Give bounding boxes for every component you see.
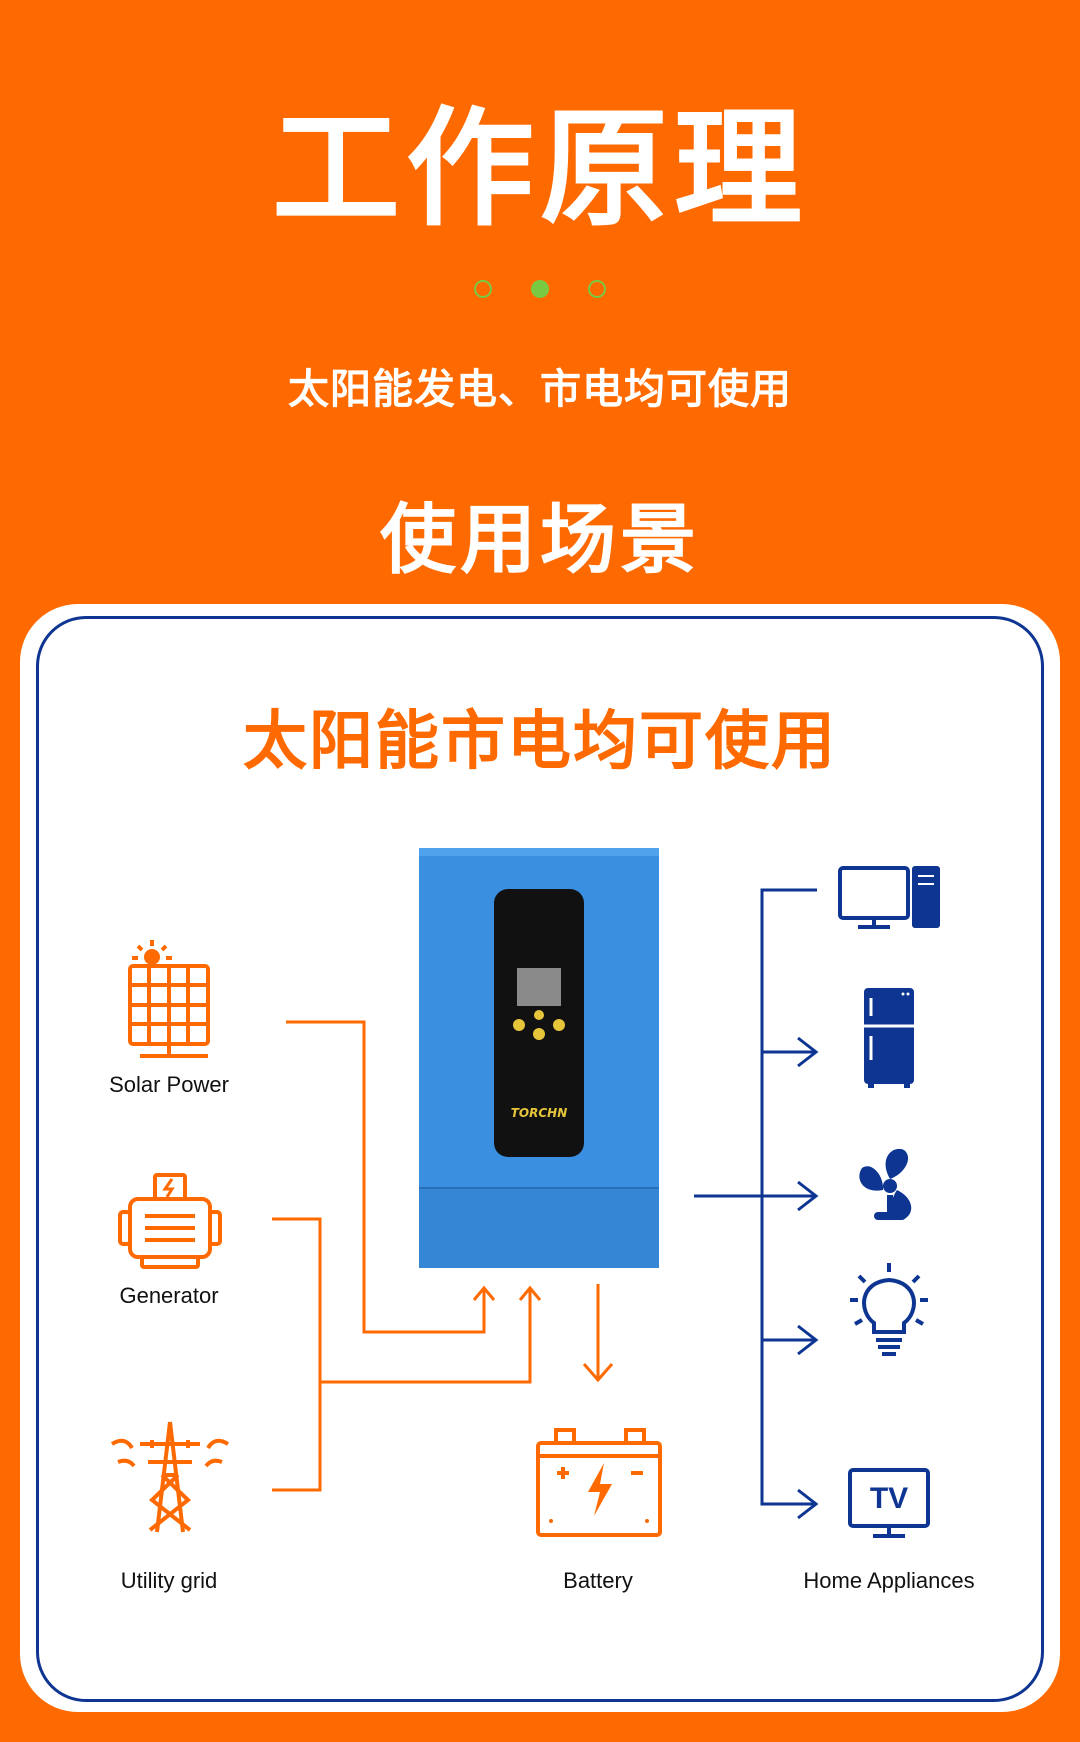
fan-icon <box>859 1148 912 1220</box>
solar-panel-icon <box>128 940 210 1058</box>
label-solar-power: Solar Power <box>109 1072 229 1097</box>
page-subtitle: 太阳能发电、市电均可使用 <box>288 365 792 413</box>
page-title: 工作原理 <box>271 95 808 244</box>
tv-label: TV <box>870 1482 908 1515</box>
input-flow-lines <box>272 1020 614 1492</box>
section-title: 使用场景 <box>380 495 700 584</box>
power-tower-icon <box>110 1421 230 1533</box>
tv-icon: TV <box>848 1468 930 1538</box>
inverter-device: TORCHN <box>419 848 659 1268</box>
refrigerator-icon <box>864 988 914 1088</box>
dot-indicator <box>473 280 492 298</box>
inverter-brand: TORCHN <box>511 1106 568 1120</box>
label-generator: Generator <box>119 1283 219 1308</box>
label-battery: Battery <box>563 1568 633 1593</box>
computer-icon <box>838 866 940 929</box>
label-utility-grid: Utility grid <box>120 1568 218 1593</box>
dot-indicator <box>588 280 607 298</box>
generator-icon <box>118 1173 222 1269</box>
light-bulb-icon <box>850 1263 928 1356</box>
dot-indicator-active <box>531 280 549 298</box>
card-title: 太阳能市电均可使用 <box>243 705 837 779</box>
output-flow-lines <box>694 888 819 1520</box>
pager-dots <box>0 280 1080 302</box>
card-border <box>36 616 1044 1702</box>
label-home-appliances: Home Appliances <box>803 1568 975 1593</box>
battery-icon <box>536 1428 662 1537</box>
